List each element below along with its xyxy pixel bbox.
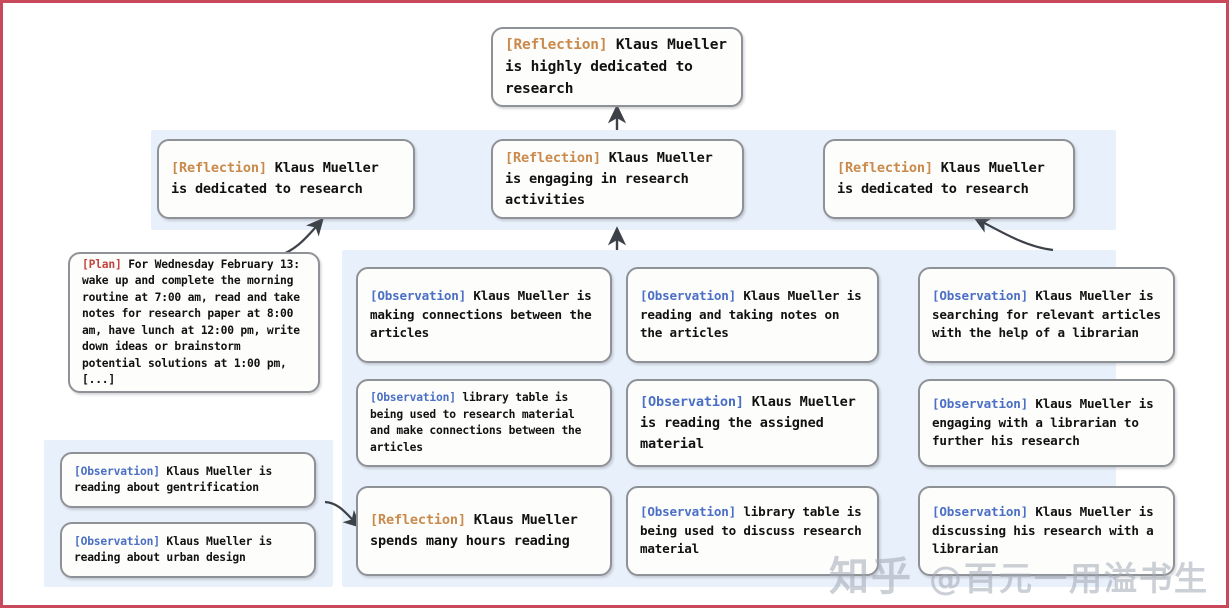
node-text: library table is being used to research … — [370, 391, 582, 454]
node-text: Klaus Mueller is reading and taking note… — [640, 288, 862, 341]
node-col2-item-1[interactable]: [Observation] Klaus Mueller is reading a… — [626, 267, 879, 363]
memory-stream-diagram: [Reflection] Klaus Mueller is highly ded… — [3, 3, 1226, 605]
tag-observation: [Observation] — [932, 288, 1028, 304]
node-col1-item-2[interactable]: [Observation] library table is being use… — [356, 379, 612, 467]
tag-observation: [Observation] — [640, 504, 736, 520]
watermark-handle: @百元一用溢书生 — [928, 559, 1209, 598]
node-col2-item-2[interactable]: [Observation] Klaus Mueller is reading t… — [626, 379, 879, 467]
node-left-observation-1[interactable]: [Observation] Klaus Mueller is reading a… — [60, 452, 316, 508]
node-col1-item-3[interactable]: [Reflection] Klaus Mueller spends many h… — [356, 486, 612, 576]
tag-reflection: [Reflection] — [837, 160, 933, 176]
tag-observation: [Observation] — [640, 288, 736, 304]
tag-observation: [Observation] — [74, 464, 160, 478]
tag-observation: [Observation] — [370, 288, 466, 304]
node-text: Klaus Mueller is highly dedicated to res… — [505, 37, 727, 97]
node-text: Klaus Mueller is reading about gentrific… — [74, 464, 273, 495]
tag-reflection: [Reflection] — [370, 512, 466, 528]
tag-observation: [Observation] — [932, 504, 1028, 520]
node-text: Klaus Mueller is making connections betw… — [370, 288, 592, 341]
tag-plan: [Plan] — [82, 257, 122, 271]
tag-reflection: [Reflection] — [171, 160, 267, 176]
tag-observation: [Observation] — [74, 534, 160, 548]
tag-reflection: [Reflection] — [505, 149, 601, 166]
node-reflection-left[interactable]: [Reflection] Klaus Mueller is dedicated … — [157, 139, 415, 219]
node-reflection-middle[interactable]: [Reflection] Klaus Mueller is engaging i… — [491, 139, 744, 219]
node-root-reflection[interactable]: [Reflection] Klaus Mueller is highly ded… — [491, 27, 743, 107]
watermark: 知乎 @百元一用溢书生 — [829, 544, 1209, 602]
node-text: Klaus Mueller is dedicated to research — [837, 160, 1045, 197]
node-text: For Wednesday February 13: wake up and c… — [82, 257, 300, 387]
node-col2-item-3[interactable]: [Observation] library table is being use… — [626, 486, 879, 576]
node-text: Klaus Mueller is engaging in research ac… — [505, 149, 713, 208]
node-text: Klaus Mueller is dedicated to research — [171, 160, 379, 197]
tag-observation: [Observation] — [932, 396, 1028, 412]
tag-observation: [Observation] — [640, 393, 744, 410]
watermark-site: 知乎 — [829, 554, 913, 600]
node-plan[interactable]: [Plan] For Wednesday February 13: wake u… — [68, 252, 320, 393]
node-text: library table is being used to discuss r… — [640, 504, 862, 557]
node-col3-item-1[interactable]: [Observation] Klaus Mueller is searching… — [918, 267, 1175, 363]
node-text: Klaus Mueller is engaging with a librari… — [932, 396, 1154, 449]
node-left-observation-2[interactable]: [Observation] Klaus Mueller is reading a… — [60, 522, 316, 578]
node-col1-item-1[interactable]: [Observation] Klaus Mueller is making co… — [356, 267, 612, 363]
node-text: Klaus Mueller is reading the assigned ma… — [640, 393, 856, 452]
node-text: Klaus Mueller is discussing his research… — [932, 504, 1154, 557]
tag-reflection: [Reflection] — [505, 37, 608, 53]
node-text: Klaus Mueller is reading about urban des… — [74, 534, 273, 565]
node-text: Klaus Mueller is searching for relevant … — [932, 288, 1161, 341]
node-text: Klaus Mueller spends many hours reading — [370, 512, 578, 549]
node-reflection-right[interactable]: [Reflection] Klaus Mueller is dedicated … — [823, 139, 1075, 219]
node-col3-item-2[interactable]: [Observation] Klaus Mueller is engaging … — [918, 379, 1175, 467]
node-col3-item-3[interactable]: [Observation] Klaus Mueller is discussin… — [918, 486, 1175, 576]
tag-observation: [Observation] — [370, 391, 456, 404]
